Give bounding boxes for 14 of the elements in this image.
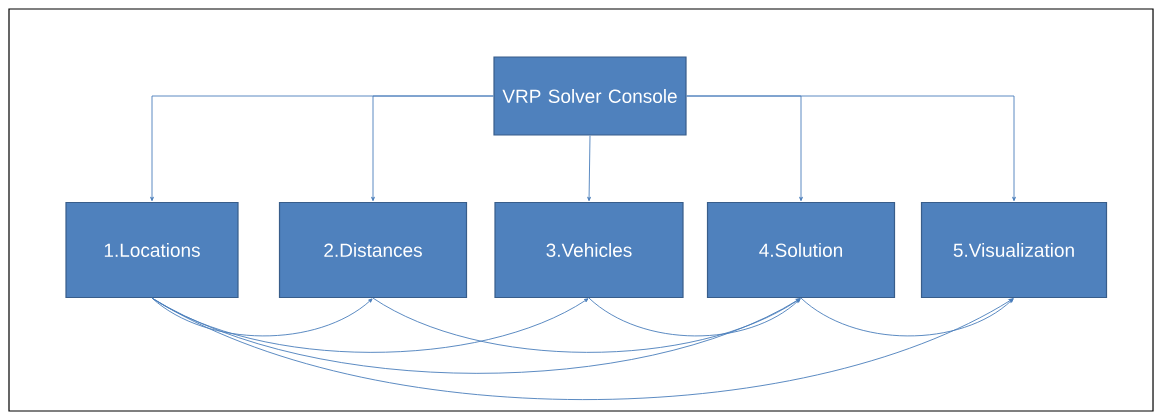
arrow <box>371 95 494 202</box>
arrow <box>151 297 373 337</box>
arrow <box>587 135 591 202</box>
process-box: 2.Distances <box>278 201 468 299</box>
arrow <box>800 297 1014 337</box>
process-box: 5.Visualization <box>920 201 1108 299</box>
process-box: 4.Solution <box>706 201 896 299</box>
process-box: 1.Locations <box>65 201 239 299</box>
arrow <box>686 95 1016 202</box>
arrow <box>151 297 1014 401</box>
arrow <box>588 297 801 337</box>
process-box: 3.Vehicles <box>494 201 684 299</box>
arrow <box>372 297 801 353</box>
process-box: VRP Solver Console <box>493 56 687 136</box>
